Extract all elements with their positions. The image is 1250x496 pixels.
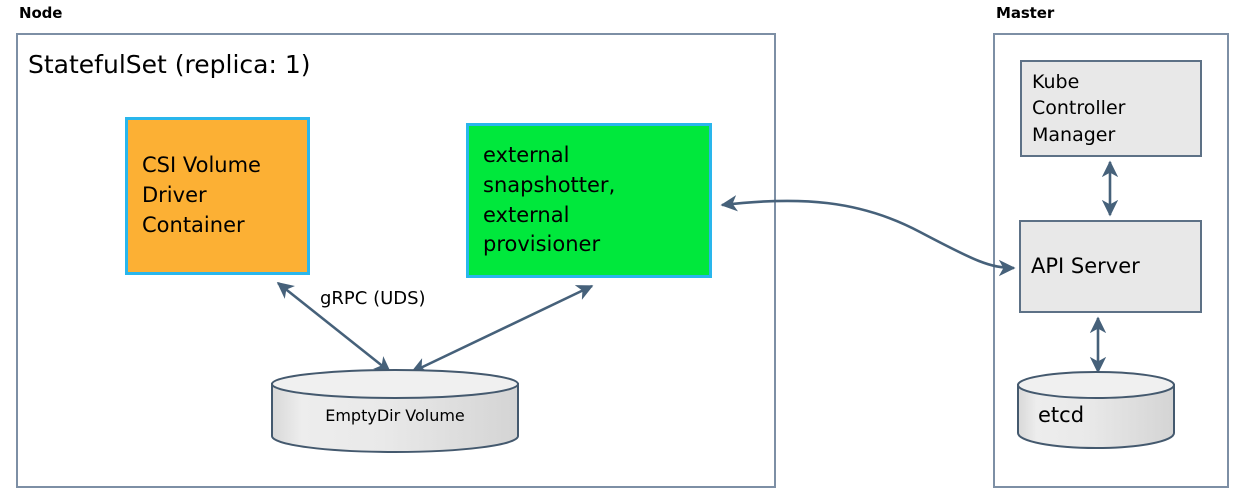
kcm-line-2: Controller	[1032, 97, 1126, 120]
grpc-uds-edge-label: gRPC (UDS)	[320, 288, 426, 309]
external-controllers-line-1: external	[483, 142, 570, 167]
statefulset-title: StatefulSet (replica: 1)	[28, 50, 311, 79]
emptydir-volume-cylinder[interactable]: EmptyDir Volume	[270, 368, 520, 453]
external-controllers-box[interactable]: external snapshotter, external provision…	[466, 123, 712, 278]
etcd-cylinder[interactable]: etcd	[1016, 370, 1176, 450]
csi-driver-line-3: Container	[142, 212, 245, 237]
external-controllers-line-3: external	[483, 202, 570, 227]
kcm-line-3: Manager	[1032, 123, 1116, 146]
node-group-label: Node	[19, 4, 63, 22]
master-group-label: Master	[996, 4, 1055, 22]
csi-volume-driver-container-box[interactable]: CSI Volume Driver Container	[125, 117, 310, 275]
api-server-label: API Server	[1031, 253, 1140, 278]
external-controllers-line-4: provisioner	[483, 232, 601, 257]
external-controllers-line-2: snapshotter,	[483, 172, 616, 197]
api-server-box[interactable]: API Server	[1019, 220, 1202, 313]
kcm-line-1: Kube	[1032, 71, 1080, 94]
kube-controller-manager-box[interactable]: Kube Controller Manager	[1020, 60, 1202, 157]
emptydir-volume-label: EmptyDir Volume	[325, 406, 465, 425]
csi-driver-line-2: Driver	[142, 183, 207, 208]
csi-driver-line-1: CSI Volume	[142, 153, 261, 178]
etcd-label: etcd	[1038, 403, 1085, 427]
